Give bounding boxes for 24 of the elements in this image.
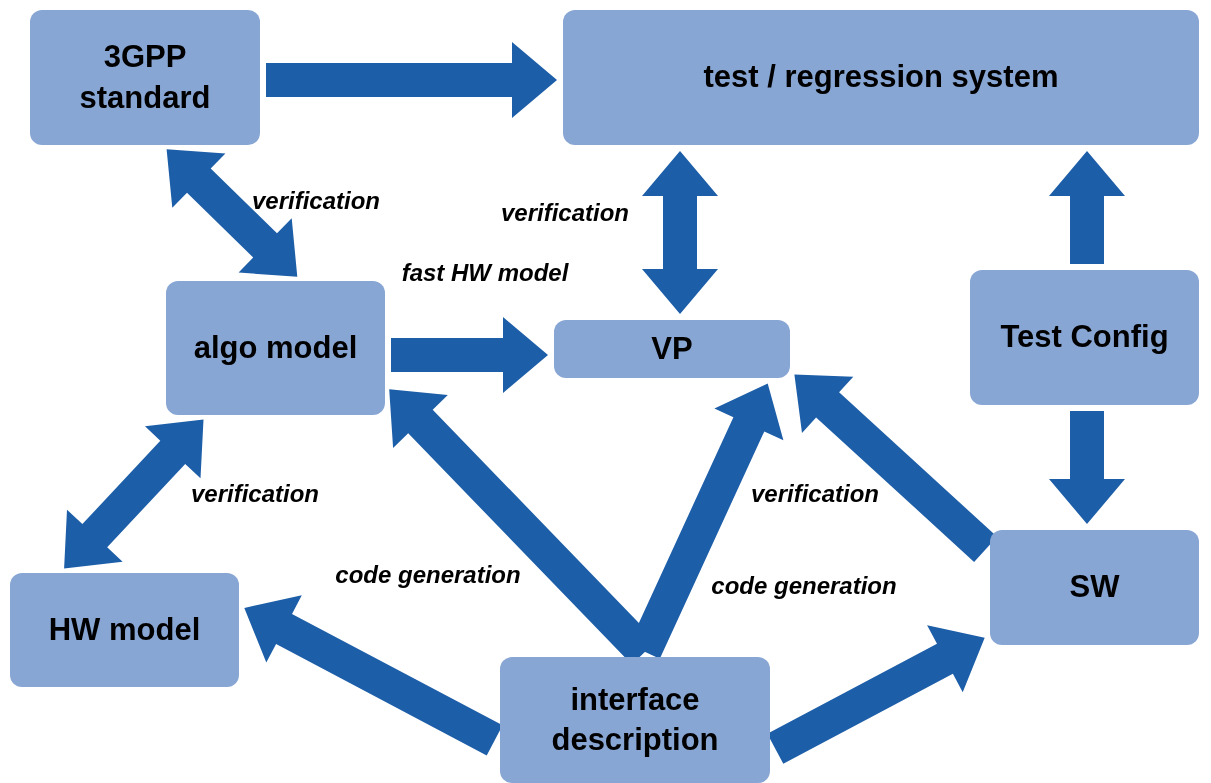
edge-label: fast HW model [400, 258, 570, 288]
block-arrow [1049, 151, 1125, 264]
edge-label: verification [749, 479, 880, 509]
double-arrow [642, 151, 718, 314]
double-arrow [166, 149, 298, 277]
block-arrow [767, 625, 985, 764]
edge-label: code generation [710, 571, 898, 601]
process-box: HW model [10, 573, 239, 687]
process-box: algo model [166, 281, 385, 415]
process-box: SW [990, 530, 1199, 645]
block-arrow [244, 595, 503, 756]
block-arrow [266, 42, 557, 118]
edge-label: verification [189, 479, 320, 509]
process-box: test / regression system [563, 10, 1199, 145]
process-box: VP [554, 320, 790, 378]
process-box: 3GPP standard [30, 10, 260, 145]
edge-label: verification [499, 198, 630, 228]
process-box: Test Config [970, 270, 1199, 405]
process-box: interface description [500, 657, 770, 783]
edge-label: verification [250, 186, 381, 216]
double-arrow [64, 419, 204, 569]
block-arrow [1049, 411, 1125, 524]
edge-label: code generation [334, 560, 522, 590]
block-arrow [391, 317, 548, 393]
